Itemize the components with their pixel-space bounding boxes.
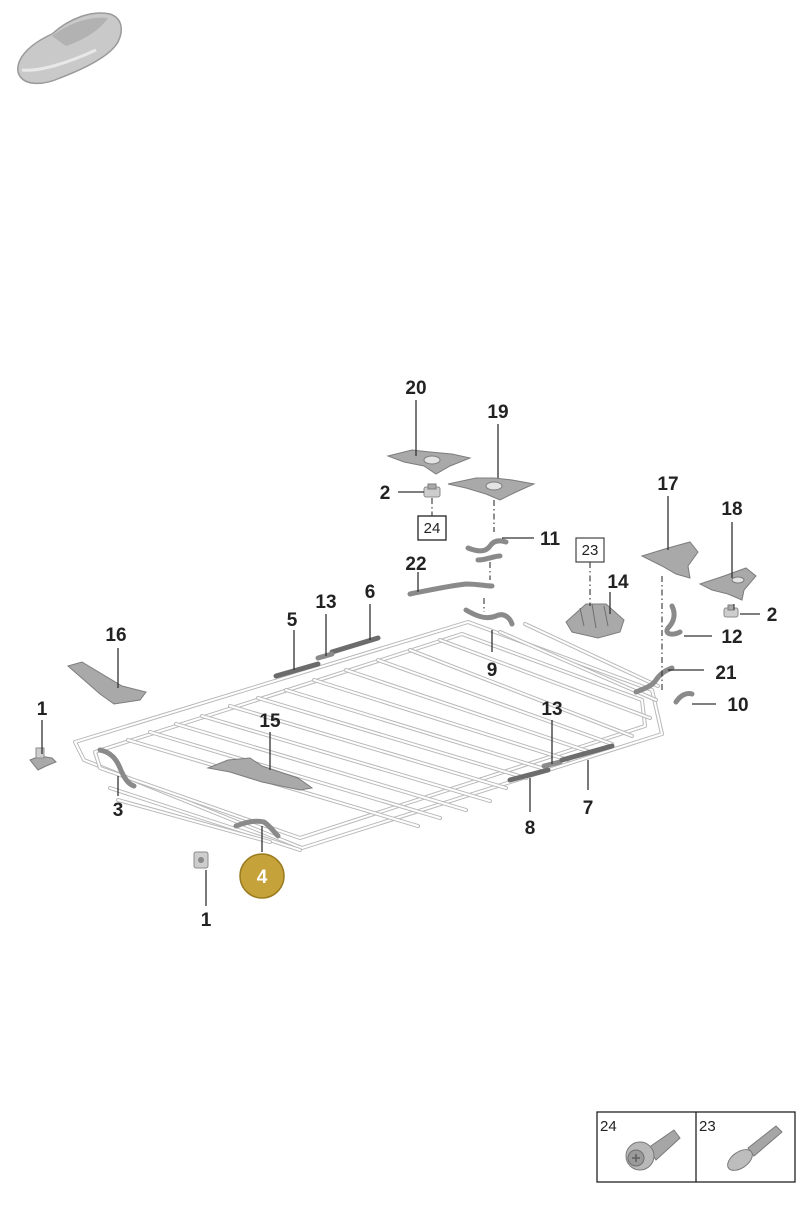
callout-13[interactable]: 13: [315, 592, 336, 613]
part-17-mount[interactable]: [640, 541, 699, 579]
legend-cell-23-label: 23: [699, 1118, 716, 1135]
callout-6[interactable]: 6: [365, 582, 376, 603]
part-21-hose[interactable]: [633, 665, 675, 695]
part-20-mount[interactable]: [386, 449, 472, 475]
car-thumbnail-icon[interactable]: [17, 12, 123, 85]
part-18-mount[interactable]: [698, 567, 757, 601]
part-1-clip[interactable]: [29, 747, 57, 771]
boxed-ref-23-label: 23: [582, 542, 599, 559]
roof-frame: [73, 620, 664, 852]
callout-9[interactable]: 9: [487, 660, 498, 681]
part-11-hose-b[interactable]: [475, 553, 503, 563]
callout-19[interactable]: 19: [487, 402, 508, 423]
callout-11[interactable]: 11: [540, 529, 561, 550]
part-1-clip-b[interactable]: [193, 851, 209, 869]
callout-8[interactable]: 8: [525, 818, 536, 839]
part-11-hose[interactable]: [465, 538, 509, 554]
callout-2[interactable]: 2: [380, 483, 391, 504]
callout-10[interactable]: 10: [727, 695, 748, 716]
callout-12[interactable]: 12: [721, 627, 742, 648]
part-10-hose[interactable]: [673, 691, 695, 705]
part-15-bracket[interactable]: [206, 757, 314, 791]
align-line-19: [483, 500, 495, 612]
callout-2-b[interactable]: 2: [767, 605, 778, 626]
callout-17[interactable]: 17: [657, 474, 678, 495]
part-19-mount[interactable]: [447, 477, 536, 501]
part-14-bracket[interactable]: [565, 603, 625, 639]
callout-13-b[interactable]: 13: [541, 699, 562, 720]
legend-cell-24-label: 24: [600, 1118, 617, 1135]
part-9-hose[interactable]: [463, 607, 515, 627]
screw-icon[interactable]: [625, 1129, 681, 1171]
part-3-hose[interactable]: [97, 747, 137, 789]
callout-1[interactable]: 1: [37, 699, 48, 720]
part-8-channel[interactable]: [507, 767, 551, 783]
fastener-legend: 24 23: [596, 1111, 796, 1183]
callout-14[interactable]: 14: [607, 572, 629, 593]
part-4-hose[interactable]: [233, 818, 281, 839]
highlight-callout-4-label: 4: [257, 867, 268, 888]
part-6-channel[interactable]: [329, 635, 381, 655]
callout-22[interactable]: 22: [405, 554, 426, 575]
callout-16[interactable]: 16: [105, 625, 126, 646]
part-2-nut[interactable]: [423, 483, 441, 498]
boxed-ref-23[interactable]: 23: [575, 537, 605, 563]
callout-labels: 20 19 2 11 22 6 13 5 14 17 18 2 12 9 21 …: [37, 378, 778, 931]
callout-5[interactable]: 5: [287, 610, 298, 631]
highlight-callout-4[interactable]: 4: [239, 853, 285, 899]
callout-21[interactable]: 21: [715, 663, 737, 684]
boxed-ref-24[interactable]: 24: [417, 515, 447, 541]
callout-18[interactable]: 18: [721, 499, 742, 520]
part-16-bracket[interactable]: [66, 661, 147, 705]
callout-1-b[interactable]: 1: [201, 910, 212, 931]
bolt-icon[interactable]: [724, 1125, 783, 1175]
part-5-channel[interactable]: [273, 661, 321, 679]
part-2-nut-b[interactable]: [723, 604, 739, 618]
part-12-hose[interactable]: [664, 603, 683, 637]
callout-7[interactable]: 7: [583, 798, 594, 819]
callout-15[interactable]: 15: [259, 711, 281, 732]
part-7-channel[interactable]: [559, 743, 615, 763]
callout-3[interactable]: 3: [113, 800, 124, 821]
leader-lines: [41, 400, 760, 906]
part-22-hose[interactable]: [407, 581, 495, 597]
callout-20[interactable]: 20: [405, 378, 426, 399]
part-13-connector[interactable]: [315, 651, 335, 661]
boxed-ref-24-label: 24: [424, 520, 441, 537]
